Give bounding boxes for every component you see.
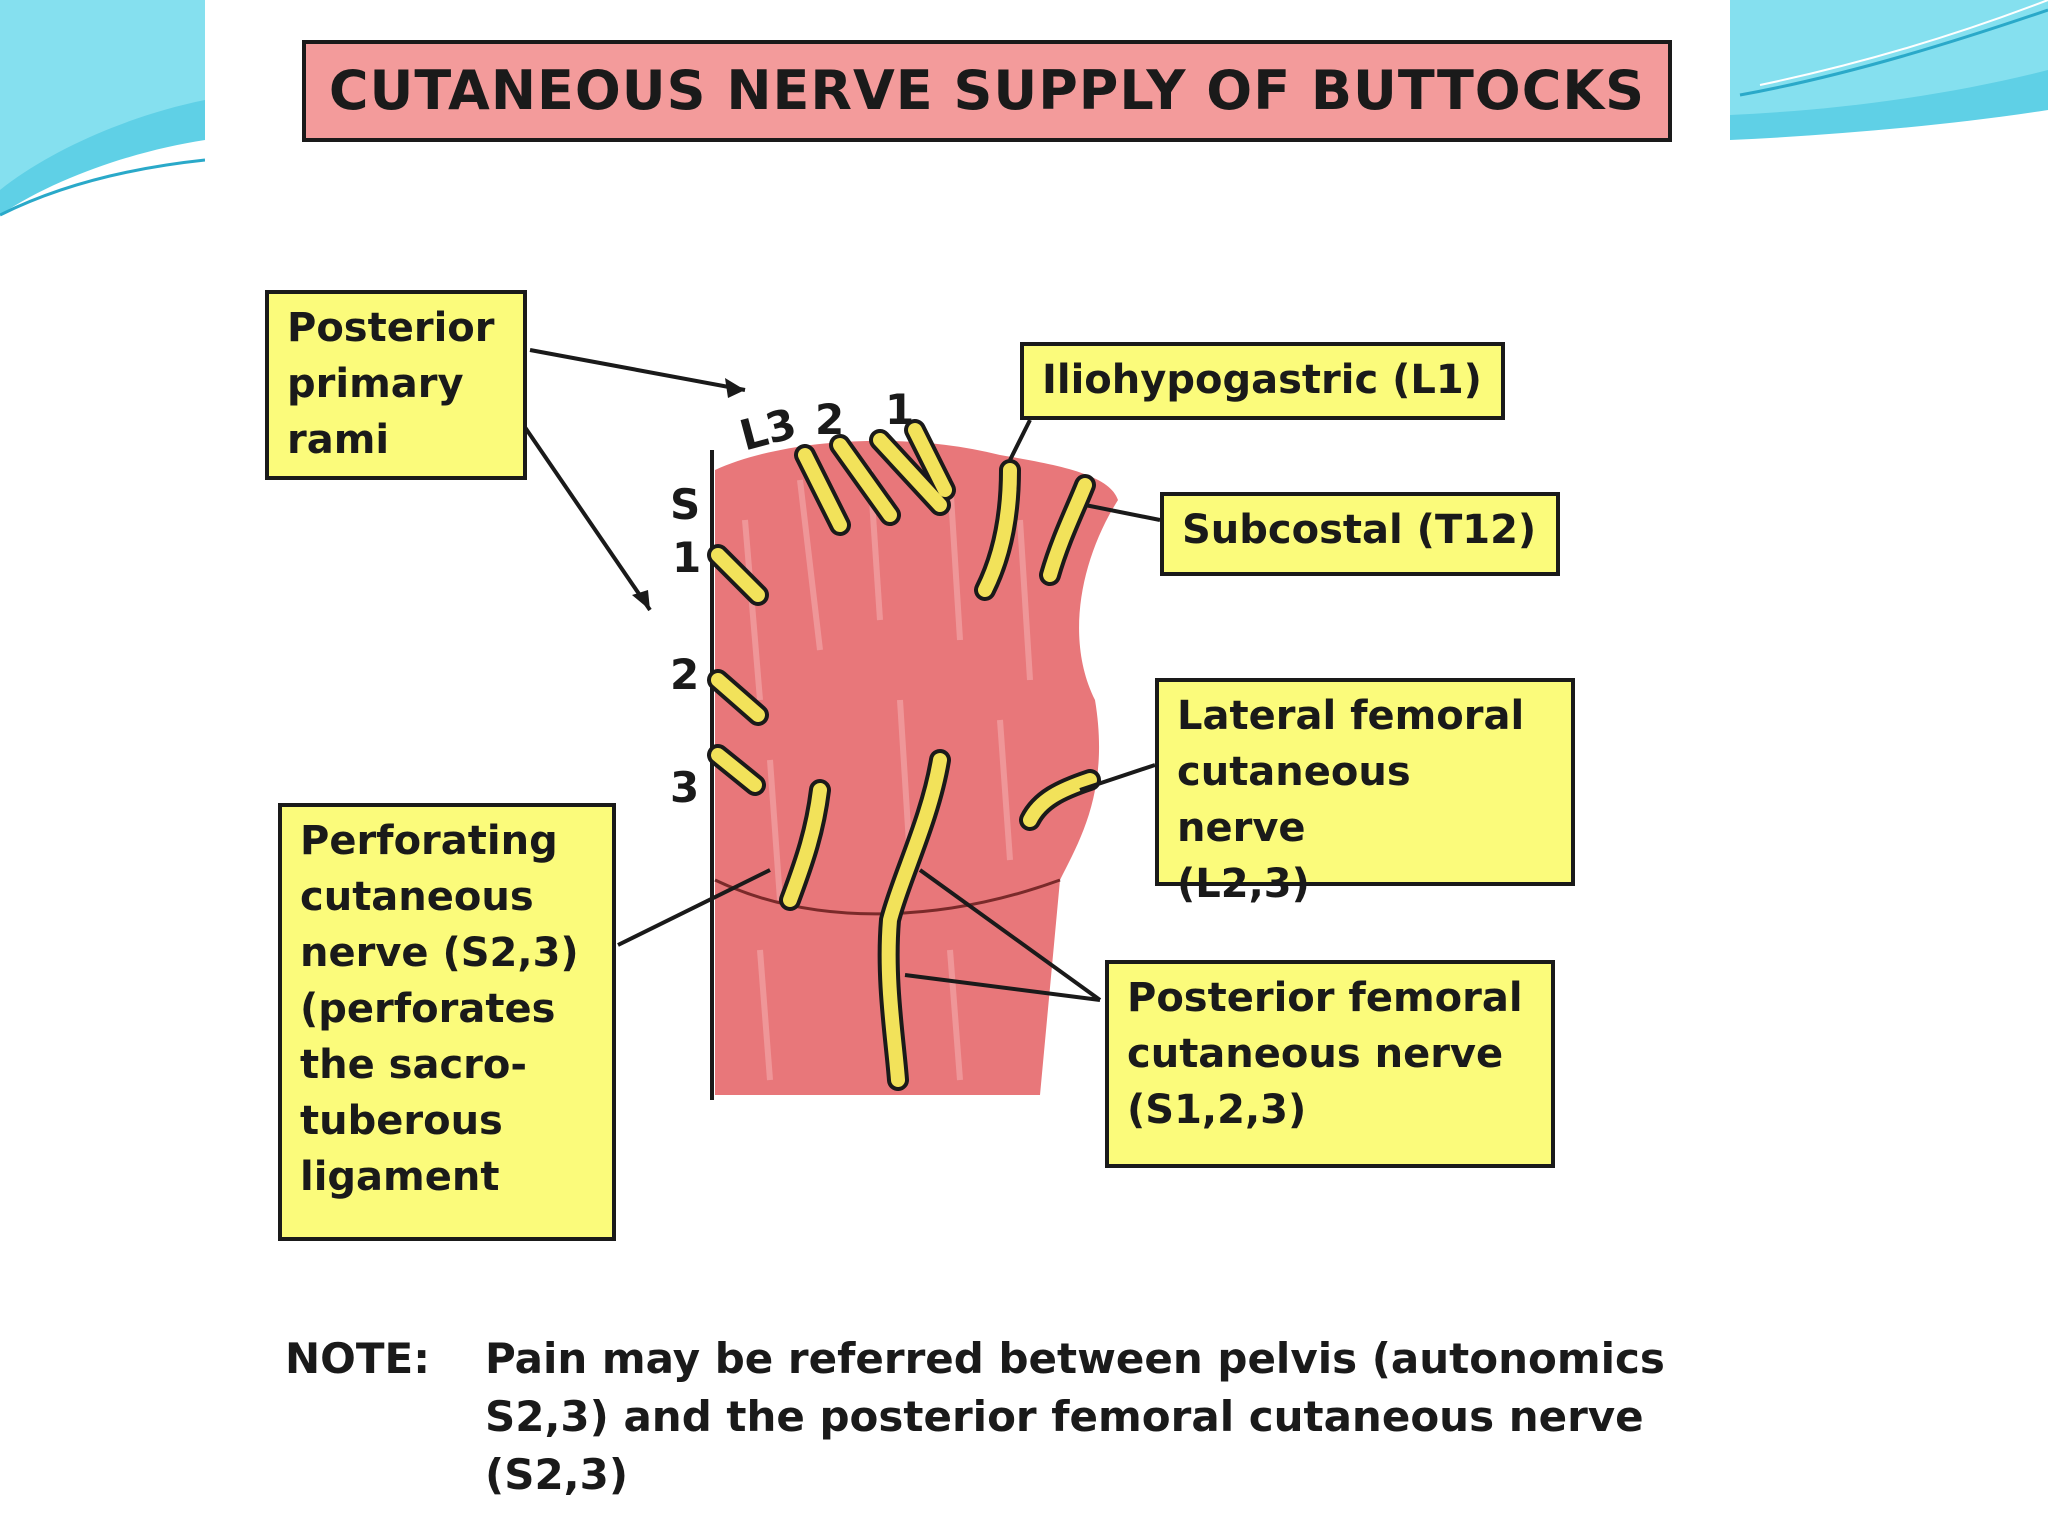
segment-s2: 2 <box>670 650 700 699</box>
note-text: Pain may be referred between pelvis (aut… <box>485 1334 1665 1499</box>
label-posterior-femoral: Posterior femoral cutaneous nerve (S1,2,… <box>1105 960 1555 1168</box>
label-perforating: Perforating cutaneous nerve (S2,3) (perf… <box>278 803 616 1241</box>
diagram-title: CUTANEOUS NERVE SUPPLY OF BUTTOCKS <box>302 40 1672 142</box>
label-subcostal: Subcostal (T12) <box>1160 492 1560 576</box>
note-key: NOTE: <box>285 1334 430 1383</box>
segment-l1: 1 <box>885 385 915 434</box>
label-posterior-primary-rami: Posterior primary rami <box>265 290 527 480</box>
label-lateral-femoral: Lateral femoral cutaneous nerve (L2,3) <box>1155 678 1575 907</box>
segment-s1: 1 <box>672 533 702 582</box>
segment-s3: 3 <box>670 763 700 812</box>
label-iliohypogastric: Iliohypogastric (L1) <box>1020 342 1505 420</box>
segment-l2: 2 <box>815 395 845 444</box>
segment-s: S <box>670 480 701 529</box>
